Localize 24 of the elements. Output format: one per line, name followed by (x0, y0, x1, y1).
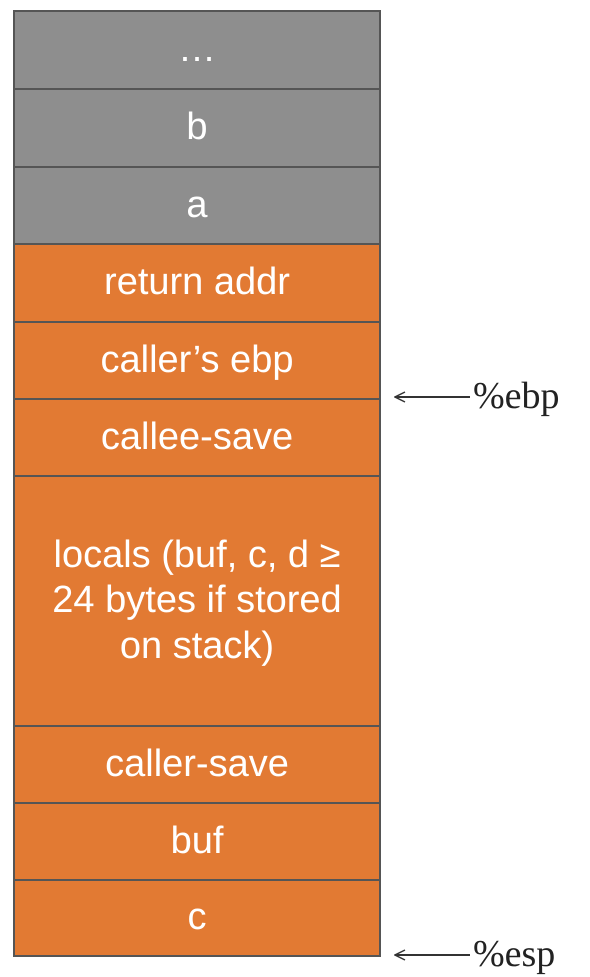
slot-label: callee-save (100, 414, 294, 460)
stack-slot (13, 475, 381, 727)
stack-slot (13, 398, 381, 477)
slot-label: a (186, 182, 208, 228)
slot-label: return addr (104, 260, 290, 306)
slot-label: c (188, 895, 206, 940)
stack-slot (13, 725, 381, 804)
slot-label: caller’s ebp (100, 338, 294, 383)
stack-slot (13, 802, 381, 881)
slot-label: buf (170, 818, 224, 864)
register-label: %esp (473, 932, 556, 976)
stack-slot (13, 879, 381, 957)
stack-slot (13, 321, 381, 400)
arrow (394, 949, 470, 961)
arrow (394, 391, 470, 403)
stack-slot (13, 10, 381, 90)
slot-label: locals (buf, c, d ≥ 24 bytes if stored on stack) (51, 532, 343, 669)
register-label: %ebp (473, 374, 560, 418)
slot-label: b (186, 105, 208, 150)
slot-label: … (178, 27, 216, 72)
stack-slot (13, 88, 381, 168)
stack-slot (13, 166, 381, 245)
stack-slot (13, 243, 381, 323)
slot-label: caller-save (105, 742, 289, 787)
